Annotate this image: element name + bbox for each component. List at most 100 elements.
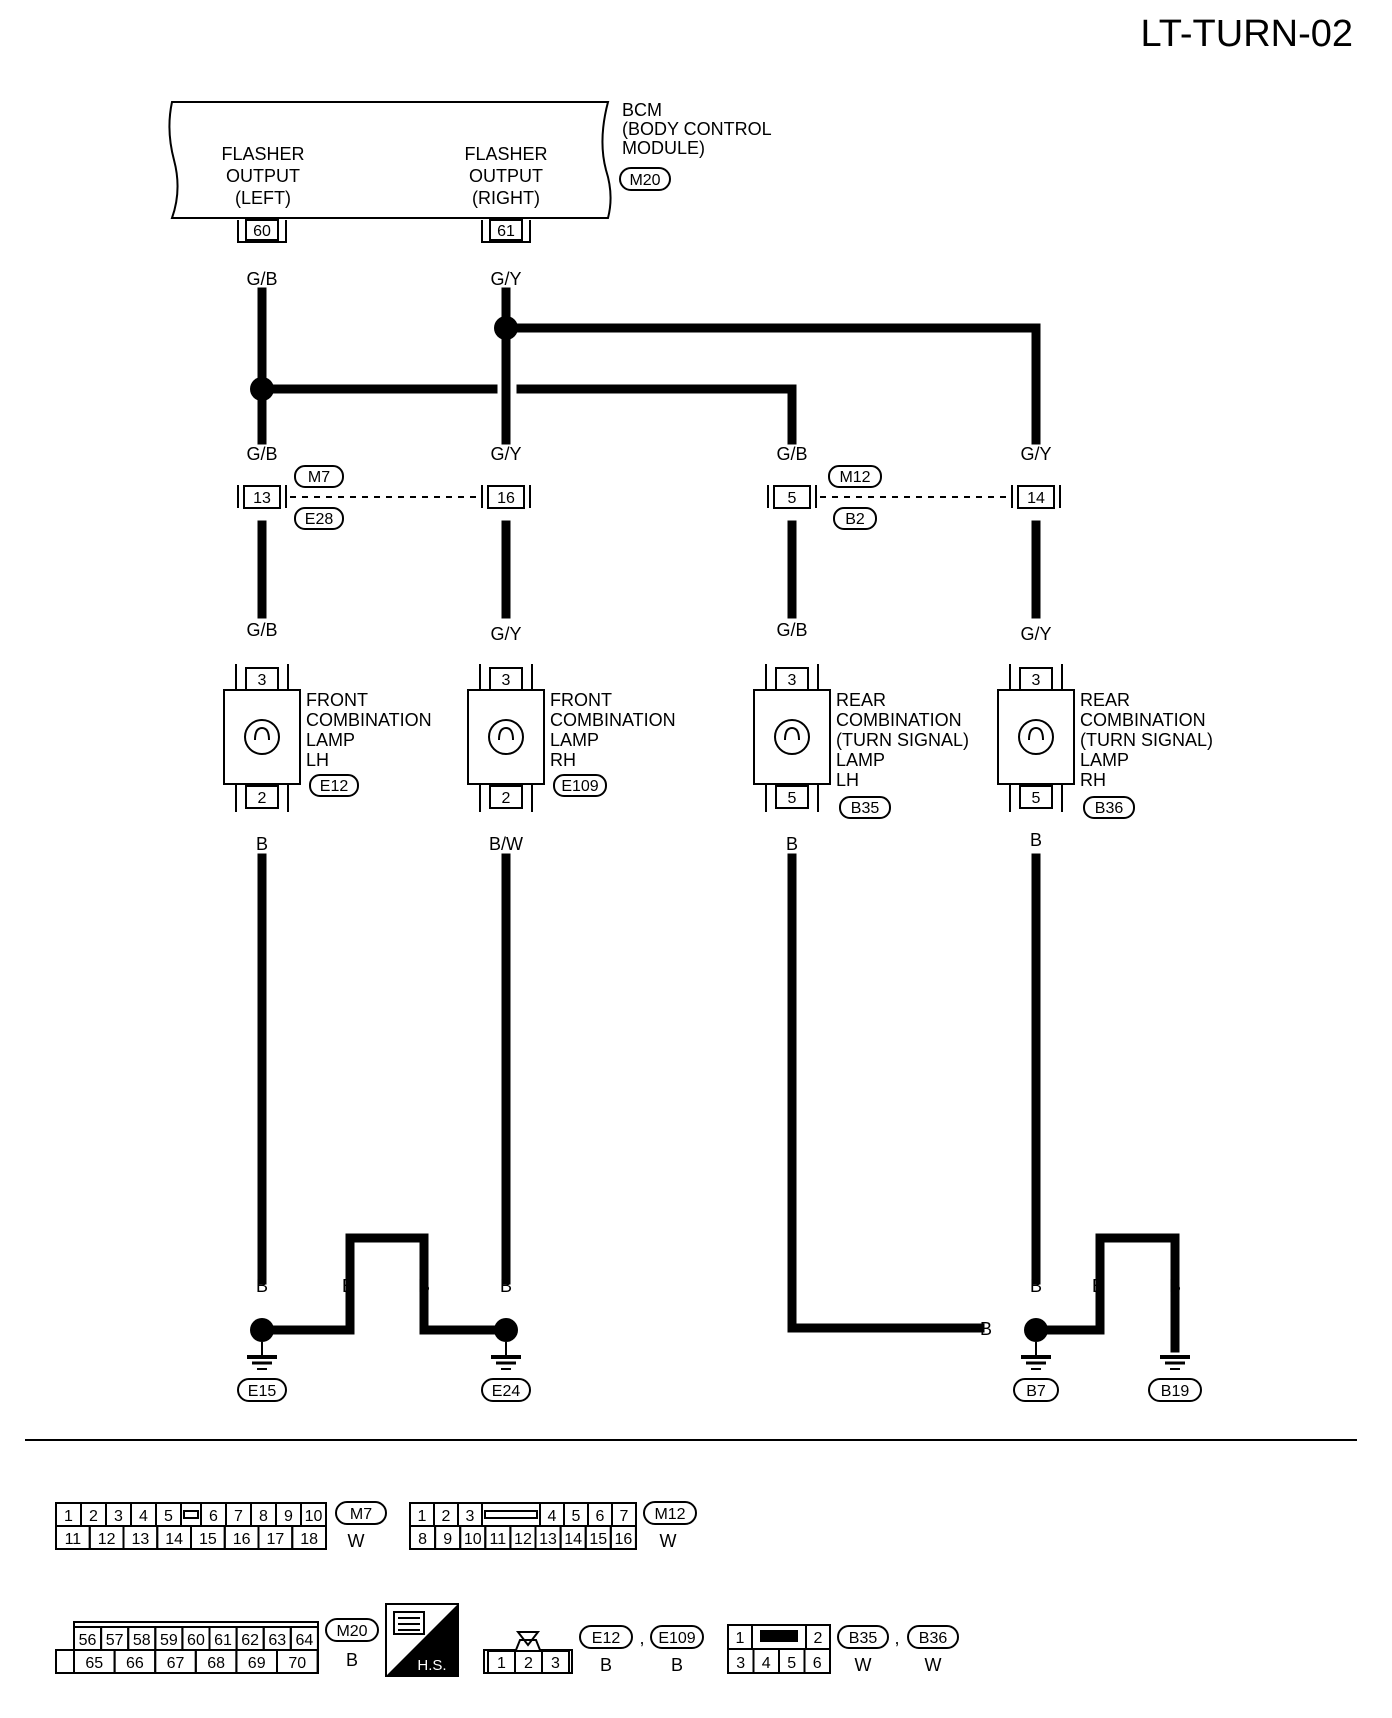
bcm-box xyxy=(168,101,612,219)
pin-number: 8 xyxy=(418,1531,427,1548)
connector-tag-label: M12 xyxy=(654,1506,685,1523)
bcm-title: BCM (BODY CONTROL MODULE) xyxy=(622,100,772,158)
pin-number: 4 xyxy=(548,1508,557,1525)
pin-number: 69 xyxy=(248,1655,266,1672)
pin-number: 5 xyxy=(164,1508,173,1525)
wire-color: B xyxy=(418,1276,430,1296)
pin-number: 57 xyxy=(106,1632,124,1649)
ground-e24: E24 xyxy=(481,1342,531,1402)
connector-tag xyxy=(619,167,671,191)
connector-color: W xyxy=(348,1531,365,1551)
label-line: LAMP xyxy=(1080,750,1129,770)
connector-tag-label: M7 xyxy=(308,469,330,486)
pin-number: 64 xyxy=(295,1632,313,1649)
wire-color: B xyxy=(786,834,798,854)
label-line: COMBINATION xyxy=(306,710,432,730)
pin-number: 4 xyxy=(762,1655,771,1672)
wire-color: B xyxy=(342,1276,354,1296)
pin-number: 61 xyxy=(497,223,515,240)
pin-number: 7 xyxy=(234,1508,243,1525)
bcm-title-line: BCM xyxy=(622,100,662,120)
lamp-front-rh: 3 2 FRONT COMBINATION LAMP RH E109 xyxy=(467,664,676,812)
pin-number: 14 xyxy=(165,1531,183,1548)
label-line: COMBINATION xyxy=(836,710,962,730)
connector-tag-label: M12 xyxy=(839,469,870,486)
connector-tag-label: E12 xyxy=(320,778,349,795)
ground-label: B7 xyxy=(1026,1383,1046,1400)
pin-cell xyxy=(541,1650,570,1674)
connector-color: B xyxy=(346,1650,358,1670)
label-line: LAMP xyxy=(550,730,599,750)
ground-e15: E15 xyxy=(237,1342,287,1402)
ground-label: E24 xyxy=(492,1383,521,1400)
connector-color: B xyxy=(600,1655,612,1675)
label-line: FRONT xyxy=(306,690,368,710)
label-line: LAMP xyxy=(836,750,885,770)
pin-number: 5 xyxy=(788,490,797,507)
wire-color: G/B xyxy=(246,620,277,640)
label-line: RH xyxy=(550,750,576,770)
label-line: (TURN SIGNAL) xyxy=(836,730,969,750)
pin-number: 9 xyxy=(443,1531,452,1548)
pin-number: 2 xyxy=(502,790,511,807)
connector-tag-label: B2 xyxy=(845,511,865,528)
pin-number: 6 xyxy=(813,1655,822,1672)
label-line: COMBINATION xyxy=(550,710,676,730)
pin-cell xyxy=(291,1525,327,1550)
pin-number: 9 xyxy=(284,1508,293,1525)
bcm-pin-60: 60 xyxy=(237,219,287,243)
pin-cell xyxy=(276,1649,319,1674)
bcm-pin-61: 61 xyxy=(481,219,531,243)
pin-number: 1 xyxy=(418,1508,427,1525)
pin-number: 15 xyxy=(199,1531,217,1548)
label-line: RH xyxy=(1080,770,1106,790)
label-line: OUTPUT xyxy=(226,166,300,186)
connector-tag-label: E12 xyxy=(592,1630,621,1647)
pin-number: 60 xyxy=(253,223,271,240)
pin-number: 3 xyxy=(788,672,797,689)
pin-number: 16 xyxy=(233,1531,251,1548)
label-line: REAR xyxy=(836,690,886,710)
pin-number: 70 xyxy=(288,1655,306,1672)
pin-number: 65 xyxy=(85,1655,103,1672)
wire-color: G/B xyxy=(776,620,807,640)
pin-number: 3 xyxy=(1032,672,1041,689)
bcm-flasher-left-label: FLASHER OUTPUT (LEFT) xyxy=(221,144,304,208)
pin-number: 5 xyxy=(572,1508,581,1525)
bulb-icon xyxy=(1018,719,1054,755)
pin-number: 66 xyxy=(126,1655,144,1672)
label-line: FLASHER xyxy=(464,144,547,164)
wires xyxy=(257,287,1180,1353)
pin-number: 2 xyxy=(442,1508,451,1525)
tag-separator: , xyxy=(894,1628,899,1648)
pin-number: 10 xyxy=(464,1531,482,1548)
wire-color: B xyxy=(256,1276,268,1296)
connector-tag-label: B35 xyxy=(851,800,880,817)
splice xyxy=(250,377,274,401)
pin-number: 16 xyxy=(614,1531,632,1548)
pin-number: 62 xyxy=(241,1632,259,1649)
bulb-icon xyxy=(244,719,280,755)
wire-color: G/B xyxy=(246,444,277,464)
pin-number: 16 xyxy=(497,490,515,507)
splice xyxy=(1024,1318,1048,1342)
pin-number: 2 xyxy=(89,1508,98,1525)
pin-number: 2 xyxy=(258,790,267,807)
lamp-front-lh: 3 2 FRONT COMBINATION LAMP LH E12 xyxy=(223,664,432,812)
wire-color: B xyxy=(1030,1276,1042,1296)
connector-tag-label: M7 xyxy=(350,1506,372,1523)
pin-number: 1 xyxy=(497,1655,506,1672)
pin-number: 56 xyxy=(79,1632,97,1649)
pin-number: 3 xyxy=(551,1655,560,1672)
lock-tab xyxy=(183,1510,199,1519)
wire-color: G/B xyxy=(776,444,807,464)
wire-color: G/Y xyxy=(490,624,521,644)
ground-label: E15 xyxy=(248,1383,277,1400)
label-line: OUTPUT xyxy=(469,166,543,186)
pin-number: 11 xyxy=(65,1531,82,1548)
connector-tag-label: B35 xyxy=(849,1630,878,1647)
wire-color: B xyxy=(256,834,268,854)
label-line: FLASHER xyxy=(221,144,304,164)
